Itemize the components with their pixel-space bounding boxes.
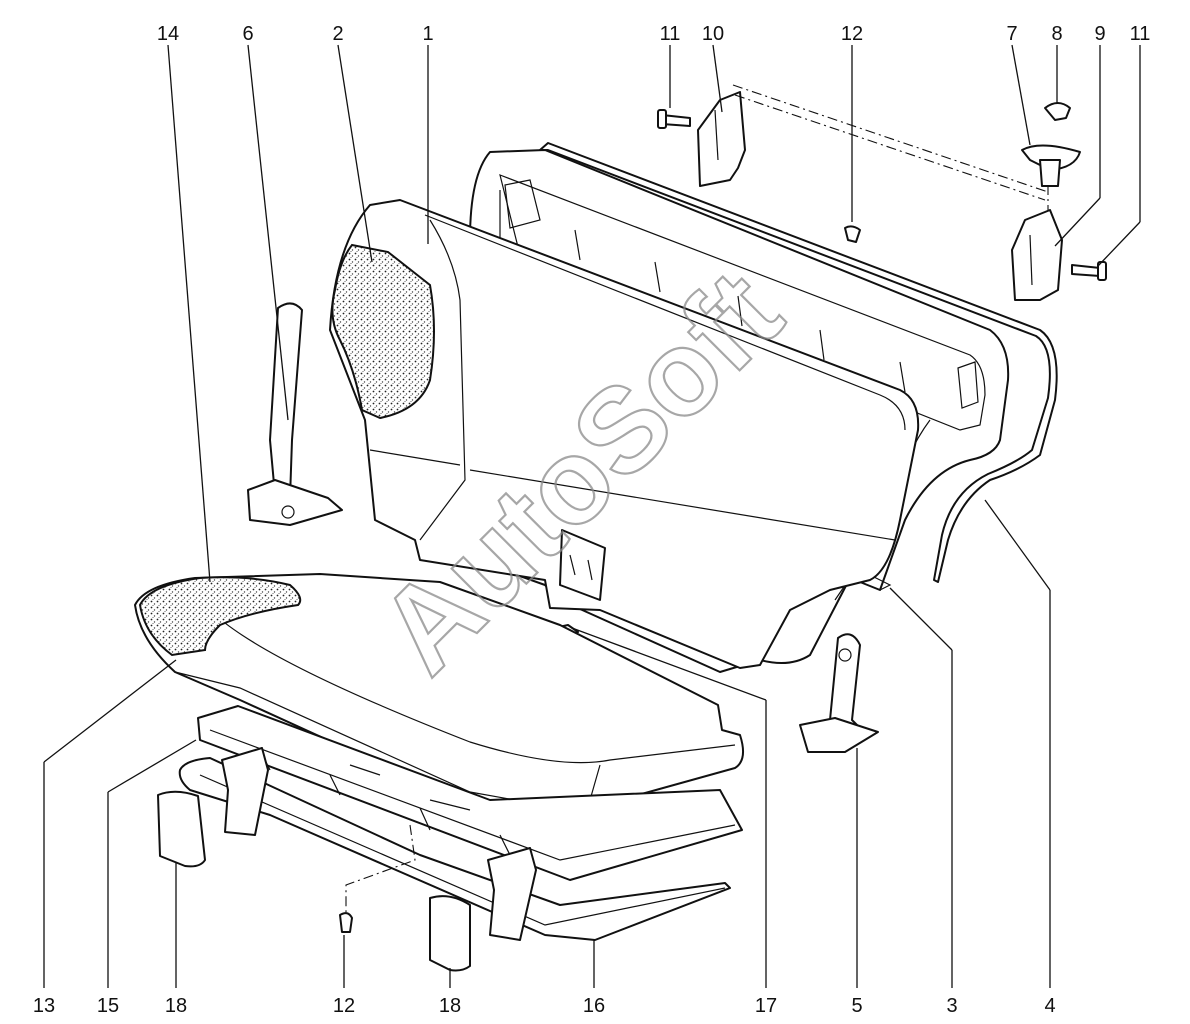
alignment-line-upper xyxy=(732,84,1049,210)
upper-bracket-10 xyxy=(697,91,746,187)
callout-5: 5 xyxy=(851,995,862,1017)
callout-18-left: 18 xyxy=(165,995,187,1017)
alignment-line-lower xyxy=(345,824,416,915)
hinge-right xyxy=(799,633,879,753)
callout-8: 8 xyxy=(1051,23,1062,45)
screw-12-bottom xyxy=(339,912,353,933)
callout-1: 1 xyxy=(422,23,433,45)
seat-cushion-foam xyxy=(138,576,302,657)
seat-frame xyxy=(178,705,743,941)
callout-15: 15 xyxy=(97,995,119,1017)
seatback-foam xyxy=(331,243,435,420)
hinge-left xyxy=(247,302,343,526)
seal-strip xyxy=(539,142,1058,583)
callout-7: 7 xyxy=(1006,23,1017,45)
seatback-cushion xyxy=(329,199,920,669)
clip-8 xyxy=(1044,102,1071,121)
callout-13: 13 xyxy=(33,995,55,1017)
callout-16: 16 xyxy=(583,995,605,1017)
pad-right xyxy=(429,895,471,972)
callout-17: 17 xyxy=(755,995,777,1017)
callout-10: 10 xyxy=(702,23,724,45)
callout-9: 9 xyxy=(1094,23,1105,45)
callout-4: 4 xyxy=(1044,995,1055,1017)
callout-12-top: 12 xyxy=(841,23,863,45)
bolt-11-left xyxy=(657,109,691,129)
callout-11-right: 11 xyxy=(1130,23,1151,45)
callout-3: 3 xyxy=(946,995,957,1017)
callout-labels: 14 6 2 1 11 10 12 7 8 9 11 13 15 18 12 1… xyxy=(33,23,1151,1017)
bushing-7 xyxy=(1021,144,1081,187)
callout-11-left: 11 xyxy=(660,23,681,45)
callout-14-top: 14 xyxy=(157,23,179,45)
callout-12-bottom: 12 xyxy=(333,995,355,1017)
bracket-9 xyxy=(1011,209,1063,301)
pad-left xyxy=(157,790,206,868)
callout-6: 6 xyxy=(242,23,253,45)
callout-2: 2 xyxy=(332,23,343,45)
screw-12-top xyxy=(844,225,861,243)
bolt-11-right xyxy=(1071,261,1107,281)
leader-lines xyxy=(43,44,1141,988)
callout-18-right: 18 xyxy=(439,995,461,1017)
